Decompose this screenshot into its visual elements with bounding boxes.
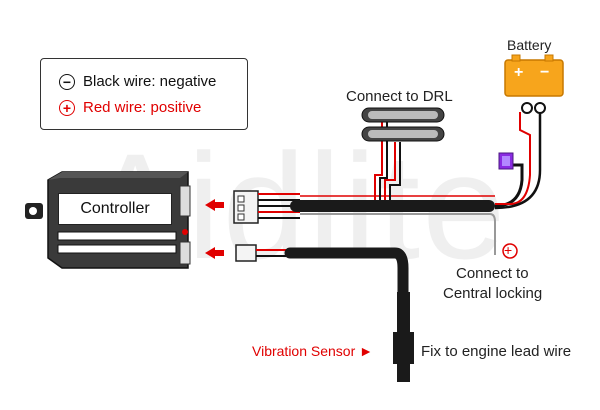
controller-label: Controller: [58, 193, 172, 225]
main-harness-connector: [233, 190, 259, 224]
sensor-harness: [256, 247, 409, 298]
main-harness: [290, 195, 495, 212]
central-label-line2: Central locking: [443, 285, 543, 302]
sensor-connector: [235, 244, 257, 262]
legend-black-text: Black wire: negative: [83, 73, 217, 90]
central-label-line1: Connect to: [456, 265, 529, 282]
minus-icon: −: [59, 73, 75, 90]
battery-plus-sign: +: [514, 64, 524, 81]
legend-red-row: + Red wire: positive: [59, 99, 201, 116]
legend: − Black wire: negative + Red wire: posit…: [40, 58, 248, 130]
engine-lead-label: Fix to engine lead wire: [421, 343, 572, 360]
arrow-to-controller-bottom: [205, 247, 224, 259]
legend-black-row: − Black wire: negative: [59, 73, 216, 90]
drl-label: Connect to DRL: [346, 88, 453, 105]
drl-lamp-top: [361, 107, 445, 123]
plus-icon: +: [59, 99, 75, 116]
vibration-sensor-label: Vibration Sensor ►: [252, 343, 373, 359]
battery: [504, 54, 564, 97]
vibration-sensor: [393, 292, 414, 382]
battery-minus-sign: −: [540, 64, 550, 81]
legend-red-text: Red wire: positive: [83, 99, 202, 116]
central-plus-sign: +: [504, 242, 513, 258]
battery-wires: [494, 102, 546, 210]
drl-lamp-bottom: [361, 126, 445, 142]
drl-wires: [374, 122, 401, 200]
battery-label: Battery: [507, 37, 552, 53]
arrow-to-controller-top: [205, 199, 224, 211]
central-locking-wire: [300, 213, 518, 259]
fuse: [498, 152, 514, 170]
